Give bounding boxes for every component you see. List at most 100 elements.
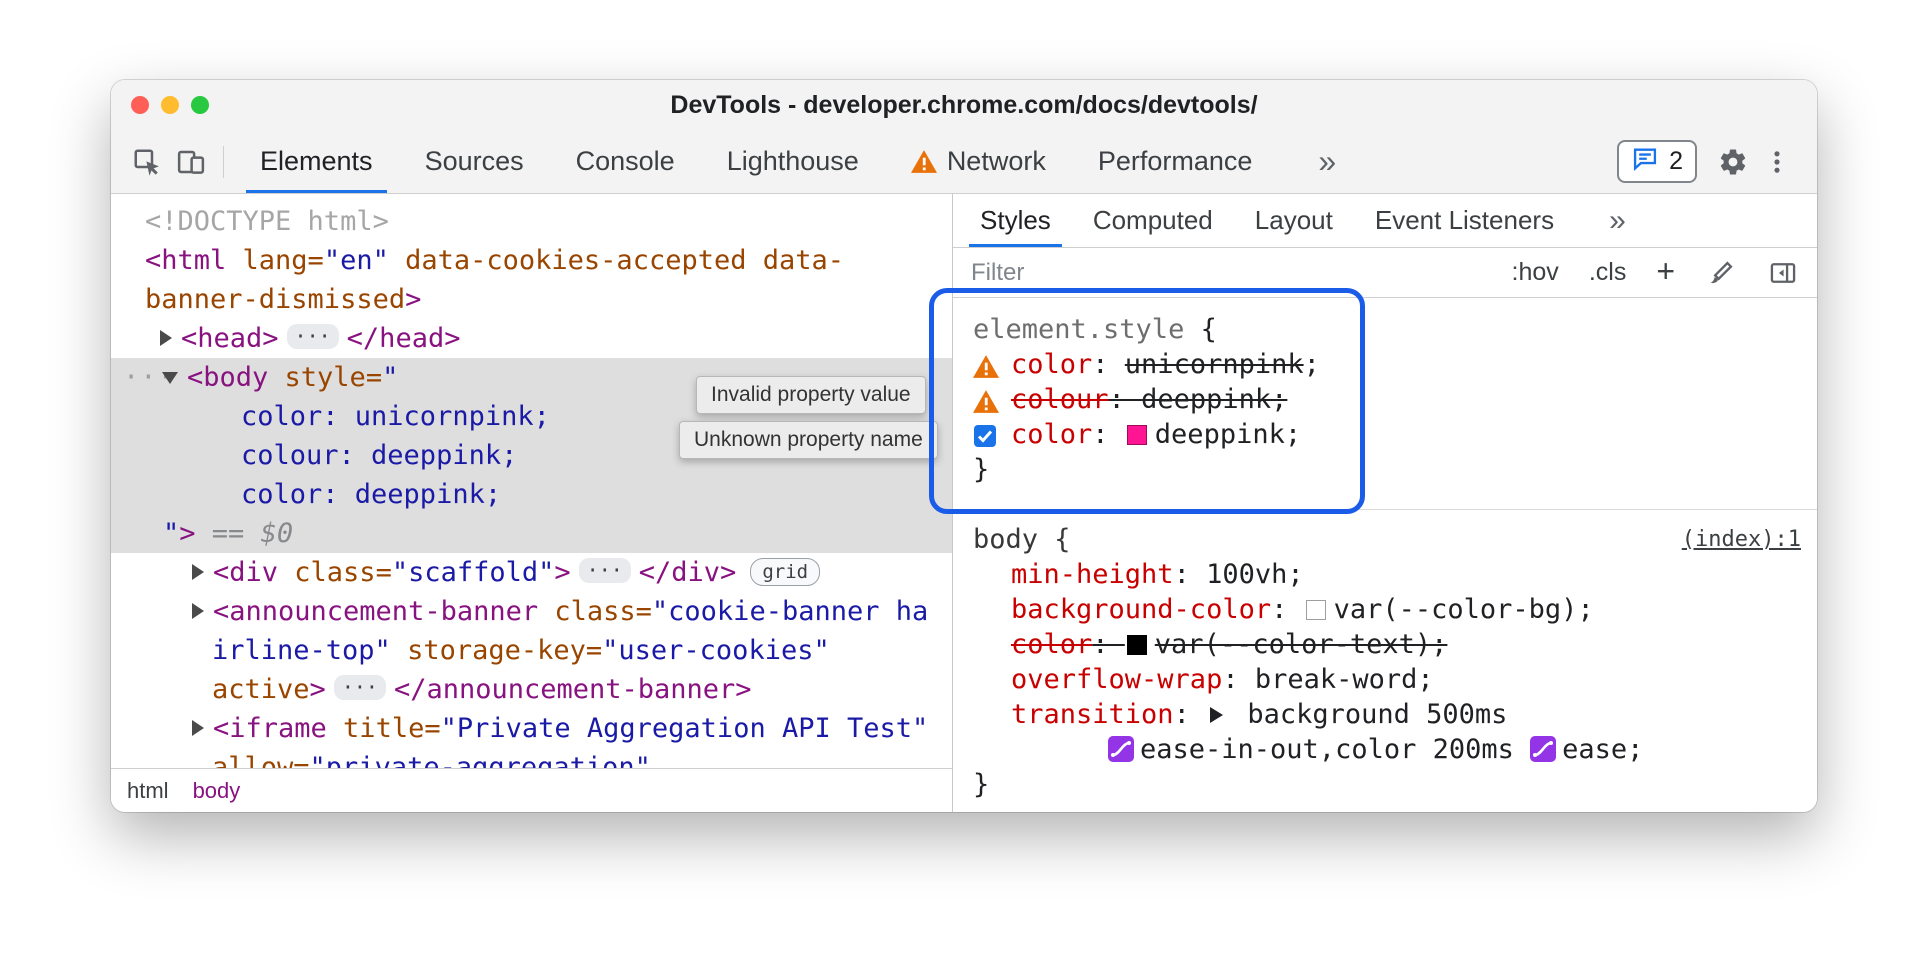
code-token: active: [212, 674, 310, 705]
property-checkbox[interactable]: [973, 422, 1001, 448]
code-token: style=: [268, 362, 383, 393]
dock-sidebar-icon[interactable]: [1767, 257, 1799, 289]
element-classes-button[interactable]: .cls: [1588, 258, 1627, 286]
more-tabs-button[interactable]: »: [1318, 143, 1337, 179]
dom-tree-line[interactable]: "> == $0: [111, 514, 952, 553]
inspect-icon[interactable]: [125, 140, 169, 184]
close-button[interactable]: [131, 96, 149, 114]
css-token: body {: [973, 524, 1071, 555]
grid-adorner-badge[interactable]: grid: [750, 558, 821, 586]
code-token: lang=: [226, 245, 324, 276]
css-line[interactable]: ease-in-out,color 200ms ease;: [973, 732, 1807, 767]
color-swatch[interactable]: [1126, 635, 1147, 655]
css-line[interactable]: color: deeppink;: [973, 417, 1807, 452]
css-line[interactable]: element.style {: [973, 312, 1807, 347]
tab-lighthouse[interactable]: Lighthouse: [701, 130, 885, 193]
collapsed-content-icon[interactable]: ···: [333, 675, 386, 700]
css-token: min-height: [1011, 559, 1174, 590]
dom-tree-line[interactable]: <html lang="en" data-cookies-accepted da…: [111, 241, 952, 280]
breadcrumb-item-body[interactable]: body: [192, 777, 241, 803]
css-line[interactable]: }: [973, 767, 1807, 802]
dom-tree-line[interactable]: banner-dismissed>: [111, 280, 952, 319]
css-token: color: [1011, 419, 1093, 450]
collapsed-content-icon[interactable]: ···: [578, 558, 631, 583]
css-line[interactable]: overflow-wrap: break-word;: [973, 662, 1807, 697]
dom-tree-line[interactable]: <head>···</head>: [111, 319, 952, 358]
dom-tree-line[interactable]: irline-top" storage-key="user-cookies": [111, 631, 952, 670]
dom-tree-line[interactable]: allow="private-aggregation": [111, 748, 952, 768]
code-token: <html: [145, 245, 227, 276]
code-token: allow=: [212, 752, 310, 768]
css-line[interactable]: min-height: 100vh;: [973, 557, 1807, 592]
collapse-arrow-icon[interactable]: [161, 363, 187, 390]
toggle-element-state-button[interactable]: :hov: [1511, 258, 1559, 286]
code-token: >: [554, 557, 571, 588]
settings-gear-icon[interactable]: [1711, 140, 1755, 184]
tab-console[interactable]: Console: [550, 130, 701, 193]
tab-elements[interactable]: Elements: [234, 130, 399, 193]
css-token: {: [1184, 314, 1217, 345]
css-token: :: [1108, 384, 1142, 415]
expand-arrow-icon[interactable]: [155, 324, 181, 351]
more-actions-icon[interactable]: ···: [123, 362, 175, 393]
css-rule: element.style {color: unicornpink;colour…: [973, 312, 1807, 509]
issues-counter-button[interactable]: 2: [1617, 140, 1697, 183]
main-area: <!DOCTYPE html><html lang="en" data-cook…: [111, 194, 1817, 812]
expand-arrow-icon[interactable]: [187, 558, 213, 585]
dom-tree-line[interactable]: active>···</announcement-banner>: [111, 670, 952, 709]
css-token: }: [973, 454, 990, 485]
tab-performance[interactable]: Performance: [1072, 130, 1279, 193]
color-swatch[interactable]: [1126, 425, 1147, 445]
expand-arrow-icon[interactable]: [187, 597, 213, 624]
code-token: storage-key=: [390, 635, 603, 666]
new-style-rule-button[interactable]: +: [1656, 252, 1675, 289]
dom-tree-line[interactable]: <iframe title="Private Aggregation API T…: [111, 709, 952, 748]
code-token: <announcement-banner: [213, 596, 539, 627]
filter-input[interactable]: Filter: [971, 258, 1025, 286]
sidebar-tab-layout[interactable]: Layout: [1234, 194, 1354, 247]
code-token: <body: [187, 362, 269, 393]
titlebar: DevTools - developer.chrome.com/docs/dev…: [111, 80, 1817, 130]
css-line[interactable]: color: unicornpink;: [973, 347, 1807, 382]
sidebar-tab-event-listeners[interactable]: Event Listeners: [1354, 194, 1575, 247]
dom-tree-line[interactable]: color: deeppink;: [111, 475, 952, 514]
color-swatch[interactable]: [1305, 600, 1326, 620]
collapsed-content-icon[interactable]: ···: [286, 324, 339, 349]
dom-tree-line[interactable]: <!DOCTYPE html>: [111, 202, 952, 241]
css-line[interactable]: transition: background 500ms: [973, 697, 1807, 732]
css-token: transition: [1011, 699, 1174, 730]
css-token: deeppink;: [1141, 384, 1288, 415]
zoom-button[interactable]: [191, 96, 209, 114]
sidebar-tab-styles[interactable]: Styles: [959, 194, 1072, 247]
bezier-editor-icon[interactable]: [1530, 736, 1557, 762]
device-toolbar-icon[interactable]: [169, 140, 213, 184]
dom-tree-line[interactable]: <announcement-banner class="cookie-banne…: [111, 592, 952, 631]
breadcrumb: html body: [111, 768, 952, 812]
breadcrumb-item-html[interactable]: html: [127, 777, 169, 803]
sidebar-tab-computed[interactable]: Computed: [1072, 194, 1234, 247]
css-line[interactable]: colour: deeppink;: [973, 382, 1807, 417]
brush-icon[interactable]: [1705, 257, 1737, 289]
css-token: : break-word;: [1222, 664, 1434, 695]
bezier-editor-icon[interactable]: [1108, 736, 1134, 762]
css-line[interactable]: color: var(--color-text);: [973, 627, 1807, 662]
code-token: data-cookies-accepted: [388, 245, 747, 276]
css-line[interactable]: }: [973, 452, 1807, 487]
css-rule: body { (index):1 min-height: 100vh;backgro…: [953, 509, 1817, 802]
tab-network[interactable]: Network: [885, 130, 1072, 193]
css-line[interactable]: background-color: var(--color-bg);: [973, 592, 1807, 627]
more-sidebar-tabs-button[interactable]: »: [1609, 203, 1626, 237]
expand-value-icon[interactable]: [1210, 707, 1224, 723]
css-line[interactable]: body { (index):1: [973, 522, 1807, 557]
dom-tree-line[interactable]: <div class="scaffold">···</div>grid: [111, 553, 952, 592]
stylesheet-source-link[interactable]: (index):1: [1681, 527, 1801, 552]
minimize-button[interactable]: [161, 96, 179, 114]
code-token: $0: [260, 518, 294, 549]
expand-arrow-icon[interactable]: [187, 714, 213, 741]
tab-sources[interactable]: Sources: [399, 130, 550, 193]
tab-label: Console: [575, 146, 675, 176]
css-token: ease-in-out,color 200ms: [1140, 734, 1531, 765]
kebab-menu-icon[interactable]: [1755, 140, 1799, 184]
